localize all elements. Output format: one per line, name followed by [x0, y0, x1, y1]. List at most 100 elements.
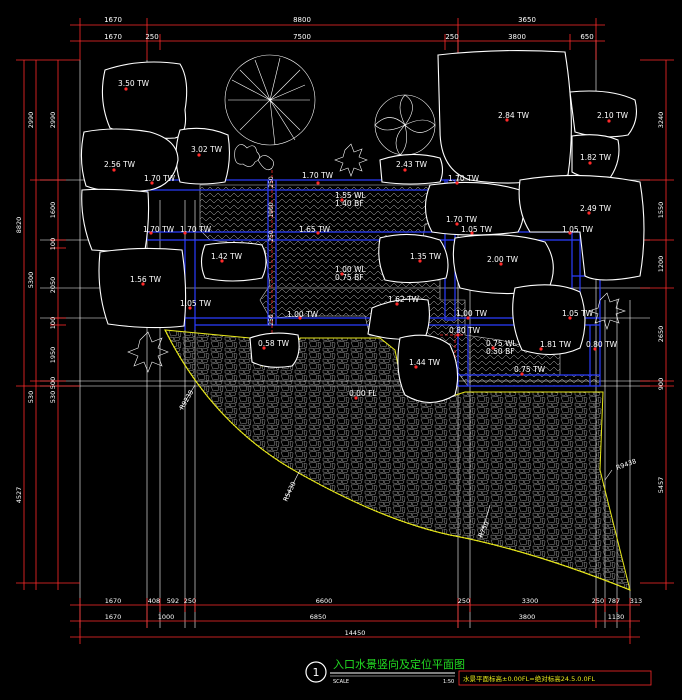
- top-dim2-1670: 1670: [104, 33, 122, 41]
- bottom-dim-total: 14450: [345, 629, 366, 637]
- paved-plaza: [164, 329, 631, 591]
- drawing-title: 入口水景竖向及定位平面图: [333, 657, 465, 671]
- level-0-75: 0.75 TW: [514, 365, 546, 374]
- grid-dim-250a: 250: [268, 176, 275, 188]
- level-1-70-e: 1.70 TW: [180, 225, 212, 234]
- level-1-05-d: 1.05 TW: [562, 309, 594, 318]
- left-dim-530b: 530: [49, 391, 57, 403]
- water-level-0-75: 0.75 WL: [486, 339, 517, 348]
- top-dim2-250: 250: [145, 33, 158, 41]
- drawing-title-block: 1 入口水景竖向及定位平面图 SCALE 1:50 水景平面标高±0.00FL=…: [305, 657, 652, 686]
- bottom-dim2-1130: 1130: [608, 613, 625, 621]
- tree-left: [224, 54, 316, 146]
- level-markers-wl: [340, 198, 495, 400]
- bottom-dim-6600: 6600: [316, 597, 333, 605]
- level-2-10: 2.10 TW: [597, 111, 629, 120]
- level-1-00-a: 1.00 TW: [287, 310, 319, 319]
- bottom-level-0-75: 0.75 BF: [335, 273, 364, 282]
- level-0-58: 0.58 TW: [258, 339, 290, 348]
- level-2-00: 2.00 TW: [487, 255, 519, 264]
- shrubs: [127, 143, 626, 373]
- level-2-49: 2.49 TW: [580, 204, 612, 213]
- left-dim-530a: 530: [27, 391, 35, 403]
- level-1-00-b: 1.00 TW: [456, 309, 488, 318]
- bottom-dim2-6850: 6850: [310, 613, 327, 621]
- level-3-50: 3.50 TW: [118, 79, 150, 88]
- left-dim-5300: 5300: [27, 272, 35, 289]
- level-0-80-b: 0.80 TW: [586, 340, 618, 349]
- bottom-level-0-50: 0.50 BF: [486, 347, 515, 356]
- bottom-level-1-40: 1.40 BF: [335, 199, 364, 208]
- scale-value: 1:50: [443, 679, 454, 685]
- right-dim-1200: 1200: [657, 256, 665, 273]
- top-dim2-650: 650: [580, 33, 593, 41]
- radius-leaders: [179, 384, 613, 539]
- level-3-02: 3.02 TW: [191, 145, 223, 154]
- left-dim-2050: 2050: [49, 277, 57, 294]
- level-1-44: 1.44 TW: [409, 358, 441, 367]
- bottom-dim2-1000: 1000: [158, 613, 175, 621]
- left-dim-2990b: 2990: [49, 112, 57, 129]
- level-1-56: 1.56 TW: [130, 275, 162, 284]
- bottom-dim-250a: 250: [184, 597, 196, 605]
- left-dim-100b: 100: [49, 317, 57, 329]
- top-dim-1670: 1670: [104, 16, 122, 24]
- bottom-dim-3300: 3300: [522, 597, 539, 605]
- right-dim-3240: 3240: [657, 112, 665, 129]
- level-1-82: 1.82 TW: [580, 153, 612, 162]
- left-dim-1950: 1950: [49, 347, 57, 364]
- level-2-56: 2.56 TW: [104, 160, 136, 169]
- water-level-1-00: 1.00 WL: [335, 265, 366, 274]
- right-dimension-lines: [640, 59, 674, 590]
- bottom-dim-250b: 250: [458, 597, 470, 605]
- boulders: [80, 50, 645, 404]
- bottom-dim-250c: 250: [592, 597, 604, 605]
- bottom-dim2-1670: 1670: [105, 613, 122, 621]
- level-1-70-f: 1.70 TW: [446, 215, 478, 224]
- left-dim-4527: 4527: [15, 487, 23, 504]
- radius-r9238: R9238: [178, 389, 195, 411]
- top-dim2-3800: 3800: [508, 33, 526, 41]
- top-dim2-250b: 250: [445, 33, 458, 41]
- left-dim-100a: 100: [49, 238, 57, 250]
- bottom-dim-408: 408: [148, 597, 160, 605]
- water-level-1-55: 1.55 WL: [335, 191, 366, 200]
- level-1-70-c: 1.70 TW: [448, 174, 480, 183]
- left-dim-500: 500: [49, 377, 57, 389]
- bottom-dimension-lines: [70, 598, 640, 644]
- level-1-05-c: 1.05 TW: [180, 299, 212, 308]
- grid-dim-250c: 250: [268, 314, 275, 326]
- left-dim-2990a: 2990: [27, 112, 35, 129]
- tree-right: [374, 94, 436, 156]
- bottom-dim-313: 313: [630, 597, 642, 605]
- grid-dim-1900: 1900: [268, 202, 275, 217]
- bottom-dim-592: 592: [167, 597, 179, 605]
- bottom-dim2-3800: 3800: [519, 613, 536, 621]
- right-dim-1550: 1550: [657, 202, 665, 219]
- spot-level-markers: [112, 87, 611, 376]
- radius-r9438: R9438: [615, 457, 638, 472]
- note-frame: [458, 670, 652, 686]
- bottom-dim-1670: 1670: [105, 597, 122, 605]
- right-dim-2650: 2650: [657, 326, 665, 343]
- level-1-35: 1.35 TW: [410, 252, 442, 261]
- scale-word: SCALE: [333, 679, 349, 685]
- level-1-62: 1.62 TW: [388, 295, 420, 304]
- title-number: 1: [313, 666, 320, 679]
- level-1-70-b: 1.70 TW: [302, 171, 334, 180]
- top-dim2-7500: 7500: [293, 33, 311, 41]
- left-dim-1600: 1600: [49, 202, 57, 219]
- left-dimension-lines: [16, 59, 80, 590]
- title-number-circle: [305, 661, 327, 683]
- level-datum-note: 水景平面标高±0.00FL=绝对标高24.5.0.0FL: [463, 674, 595, 683]
- right-dim-900: 900: [657, 378, 665, 390]
- level-1-70-a: 1.70 TW: [144, 174, 176, 183]
- grid-dim-250b: 250: [268, 230, 275, 242]
- top-dim-8800: 8800: [293, 16, 311, 24]
- level-2-84: 2.84 TW: [498, 111, 530, 120]
- level-1-05-a: 1.05 TW: [461, 225, 493, 234]
- level-0-80-a: 0.80 TW: [449, 326, 481, 335]
- left-dim-8820: 8820: [15, 217, 23, 234]
- floor-level-0-00: 0.00 FL: [349, 389, 377, 398]
